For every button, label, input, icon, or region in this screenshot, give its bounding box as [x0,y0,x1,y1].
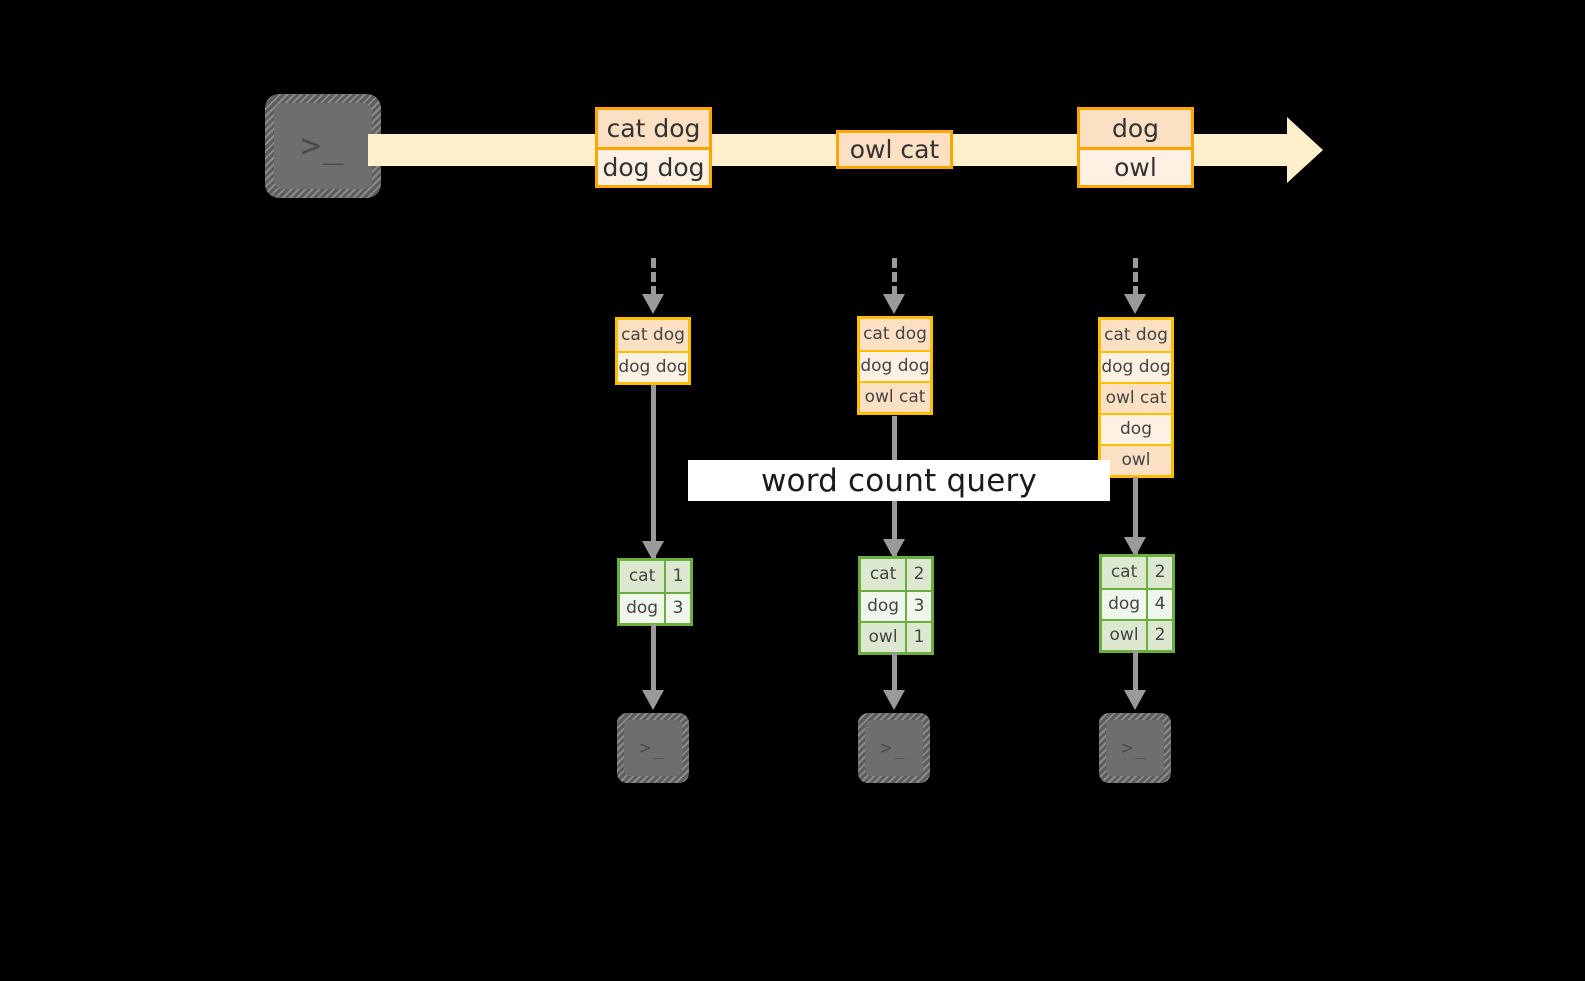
trigger-1-stream-to-table-line [651,258,656,296]
result-table-2-row-1-count: 2 [905,559,931,590]
input-table-2-row-3: owl cat [860,381,930,412]
result-table-3-row-1: cat 2 [1102,557,1172,588]
stream-event-1[interactable]: cat dog dog dog [595,107,712,188]
result-table-3-row-3: owl 2 [1102,619,1172,650]
trigger-1-sink-line [651,624,656,694]
input-table-1-row-2: dog dog [618,351,688,382]
unbounded-input-table-3[interactable]: cat dog dog dog owl cat dog owl [1098,317,1174,478]
result-table-2-row-3-word: owl [861,623,906,652]
result-table-2-row-2-count: 3 [905,592,931,621]
result-table-2-row-1: cat 2 [861,559,931,590]
result-table-2[interactable]: cat 2 dog 3 owl 1 [858,556,934,655]
result-table-2-row-3-count: 1 [905,623,931,652]
trigger-3-stream-to-table-line [1133,258,1138,296]
sink-terminal-2-screen [865,720,923,776]
result-table-1-row-1-word: cat [620,561,665,592]
trigger-2-query-arrowhead [883,539,905,559]
result-table-1[interactable]: cat 1 dog 3 [617,558,693,626]
result-table-1-row-2: dog 3 [620,592,690,623]
result-table-2-row-3: owl 1 [861,621,931,652]
stream-event-1-line-1: cat dog [598,110,709,147]
result-table-3-row-2-count: 4 [1146,590,1172,619]
stream-event-3-line-2: owl [1080,147,1191,185]
sink-terminal-2[interactable]: >_ [858,713,930,783]
trigger-1-query-line [651,385,656,560]
result-table-1-row-2-word: dog [620,594,665,623]
result-table-2-row-1-word: cat [861,559,906,590]
result-table-3[interactable]: cat 2 dog 4 owl 2 [1099,554,1175,653]
query-label: word count query [688,460,1110,501]
input-table-3-row-2: dog dog [1101,351,1171,382]
result-table-1-row-1: cat 1 [620,561,690,592]
trigger-3-query-arrowhead [1124,537,1146,557]
sink-terminal-3[interactable]: >_ [1099,713,1171,783]
result-table-1-row-2-count: 3 [664,594,690,623]
trigger-2-stream-to-table-arrowhead [883,294,905,314]
result-table-3-row-2-word: dog [1102,590,1147,619]
sink-terminal-1[interactable]: >_ [617,713,689,783]
sink-terminal-3-screen [1106,720,1164,776]
input-table-2-row-2: dog dog [860,350,930,381]
trigger-1-stream-to-table-arrowhead [642,294,664,314]
input-table-3-row-4: dog [1101,413,1171,444]
input-table-3-row-3: owl cat [1101,382,1171,413]
trigger-3-query-line [1133,477,1138,557]
unbounded-input-table-2[interactable]: cat dog dog dog owl cat [857,316,933,415]
source-terminal-screen [274,103,372,189]
input-table-2-row-1: cat dog [860,319,930,350]
result-table-1-row-1-count: 1 [664,561,690,592]
unbounded-input-table-1[interactable]: cat dog dog dog [615,317,691,385]
result-table-2-row-2-word: dog [861,592,906,621]
stream-event-3[interactable]: dog owl [1077,107,1194,188]
trigger-3-stream-to-table-arrowhead [1124,294,1146,314]
stream-event-1-line-2: dog dog [598,147,709,185]
input-table-3-row-5: owl [1101,444,1171,475]
trigger-3-sink-line [1133,650,1138,694]
trigger-2-sink-arrowhead [883,690,905,710]
source-terminal[interactable]: >_ [265,94,381,198]
stream-event-3-line-1: dog [1080,110,1191,147]
result-table-3-row-1-word: cat [1102,557,1147,588]
result-table-2-row-2: dog 3 [861,590,931,621]
stream-event-2-line-1: owl cat [839,133,950,166]
input-table-1-row-1: cat dog [618,320,688,351]
trigger-3-sink-arrowhead [1124,690,1146,710]
result-table-3-row-3-count: 2 [1146,621,1172,650]
stream-event-2[interactable]: owl cat [836,130,953,169]
result-table-3-row-3-word: owl [1102,621,1147,650]
trigger-1-query-arrowhead [642,541,664,561]
trigger-1-sink-arrowhead [642,690,664,710]
result-table-3-row-1-count: 2 [1146,557,1172,588]
trigger-2-sink-line [892,652,897,694]
result-table-3-row-2: dog 4 [1102,588,1172,619]
input-data-stream-arrowhead [1287,117,1323,183]
sink-terminal-1-screen [624,720,682,776]
trigger-2-stream-to-table-line [892,258,897,296]
input-table-3-row-1: cat dog [1101,320,1171,351]
